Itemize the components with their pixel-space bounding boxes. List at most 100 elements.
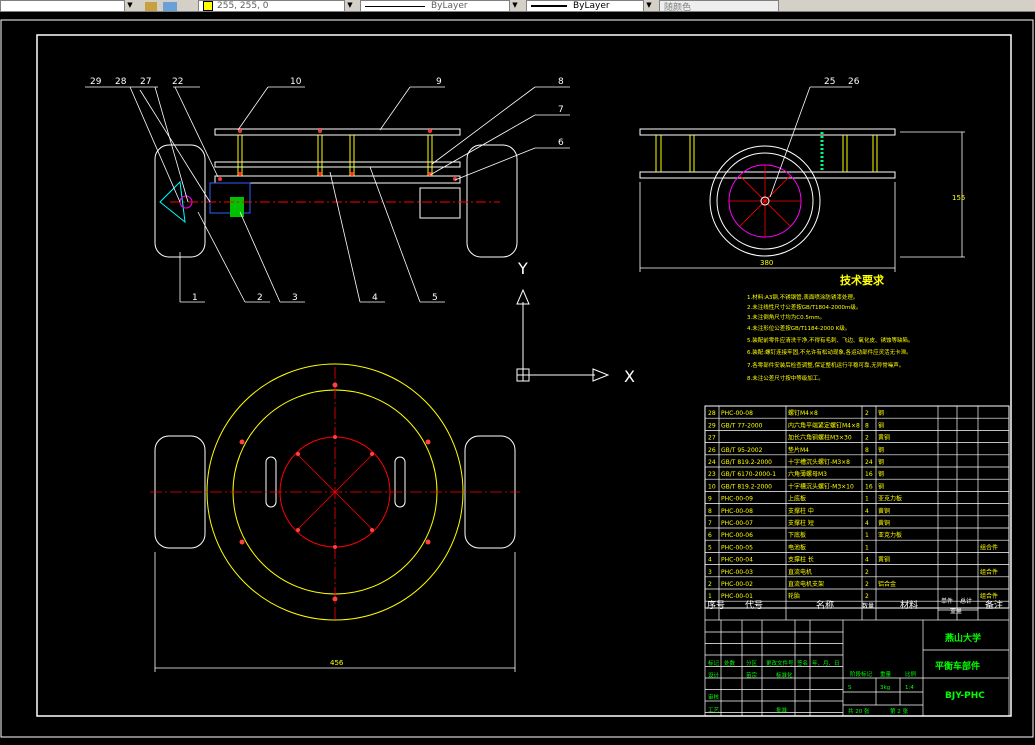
balloon-4: 4 <box>372 293 378 303</box>
bom-cell-qty: 1 <box>865 532 869 539</box>
bom-header: 序号 代号 名称 数量 材料 单件 总计 重量 备注 <box>707 597 1003 615</box>
balloon-7: 7 <box>558 105 564 115</box>
lineweight-combo-arrow[interactable]: ▼ <box>643 0 654 11</box>
balloon-26: 26 <box>848 77 860 87</box>
tech-line: 2.未注线性尺寸公差按GB/T1804-2000m级。 <box>747 303 861 311</box>
linetype-combo[interactable]: ByLayer <box>360 0 520 12</box>
bom-cell-code: GB/T 95-2002 <box>721 447 763 454</box>
property-toolbar: ▼ 255, 255, 0 ▼ ByLayer ▼ ByLayer ▼ 随颜色 <box>0 0 1035 12</box>
dim-top-width: 456 <box>330 659 344 667</box>
right-motor <box>419 187 461 219</box>
tb-sign: 签名 <box>797 659 808 667</box>
bom-cell-mat: 铝合金 <box>878 580 896 588</box>
layer-state-icon <box>145 2 177 11</box>
balloon-2: 2 <box>257 293 263 303</box>
bom-cell-mat: 钢 <box>878 458 884 466</box>
cad-drawing[interactable]: 29 28 27 22 10 9 8 7 6 1 2 3 4 5 <box>0 12 1035 741</box>
color-combo-arrow[interactable]: ▼ <box>344 0 355 11</box>
bom-header-name: 名称 <box>816 599 834 611</box>
bom-cell-mat: 亚克力板 <box>878 495 902 503</box>
bom-cell-mat: 黄铜 <box>878 519 890 527</box>
tb-date: 年、月、日 <box>812 659 840 667</box>
balloon-1: 1 <box>192 293 198 303</box>
bom-cell-code: PHC-00-06 <box>721 532 753 539</box>
axis-y-label: Y <box>517 259 528 278</box>
color-combo[interactable]: 255, 255, 0 <box>198 0 355 12</box>
bom-cell-no: 6 <box>708 532 712 539</box>
bom-cell-qty: 8 <box>865 422 869 429</box>
bom-cell-no: 9 <box>708 496 712 503</box>
bom-cell-name: 电池板 <box>788 543 806 551</box>
bom-cell-code: PHC-00-03 <box>721 569 753 576</box>
bom-cell-mat: 黄铜 <box>878 507 890 515</box>
bom-cell-no: 2 <box>708 581 712 588</box>
linetype-combo-arrow[interactable]: ▼ <box>509 0 520 11</box>
layer-icons[interactable] <box>143 0 187 12</box>
dim-side-height: 155 <box>952 194 965 202</box>
bom-cell-name: 支撑柱 短 <box>788 519 814 527</box>
tb-designer-name: 苗宗 <box>746 671 758 679</box>
right-dims <box>639 86 965 272</box>
bom-cell-qty: 2 <box>865 435 869 442</box>
slot-right <box>394 456 406 508</box>
layer-combo-arrow[interactable]: ▼ <box>124 0 135 11</box>
bom-cell-no: 5 <box>708 544 712 551</box>
bom-cell-mat: 钢 <box>878 446 884 454</box>
left-hub <box>159 180 186 224</box>
balloon-6: 6 <box>558 138 564 148</box>
layer-combo[interactable] <box>0 0 134 12</box>
bom-cell-no: 8 <box>708 508 712 515</box>
tb-weight: 重量 <box>880 670 892 678</box>
tb-scale-val: 1:4 <box>905 685 914 691</box>
lineweight-combo[interactable]: ByLayer <box>526 0 654 12</box>
bom-cell-qty: 8 <box>865 447 869 454</box>
linetype-value: ByLayer <box>431 1 468 11</box>
bom-cell-qty: 2 <box>865 581 869 588</box>
color-swatch <box>203 1 213 11</box>
bom-header-note: 备注 <box>985 599 1003 611</box>
top-plate <box>214 128 461 136</box>
bom-header-no: 序号 <box>707 599 725 611</box>
tech-line: 8.未注公差尺寸按中等级加工。 <box>747 374 824 382</box>
tech-line: 1.材料:A3钢,不锈钢管,表面喷涂防锈漆处理。 <box>747 293 858 301</box>
tb-std: 标准化 <box>776 671 793 679</box>
bom-cell-qty: 24 <box>865 459 873 466</box>
bom-cell-code: PHC-00-07 <box>721 520 753 527</box>
bom-cell-name: 上底板 <box>788 495 806 503</box>
tb-scale: 比例 <box>905 670 917 678</box>
tech-line: 6.装配:螺钉连接牢固,不允许有松动现象,各运动部件应灵活无卡滞。 <box>747 348 912 356</box>
bom-cell-code: PHC-00-05 <box>721 544 753 551</box>
top-view <box>150 363 520 672</box>
bom-cell-name: 轮胎 <box>788 592 800 600</box>
balloon-27: 27 <box>140 77 151 87</box>
balloon-3: 3 <box>292 293 298 303</box>
bom-cell-qty: 4 <box>865 557 869 564</box>
color-value: 255, 255, 0 <box>217 1 269 11</box>
side-balloons: 29 28 27 22 10 9 8 7 6 1 2 3 4 5 <box>90 77 564 303</box>
tech-line: 4.未注形位公差按GB/T1184-2000 K级。 <box>747 324 850 332</box>
bom-cell-name: 六角薄螺母M3 <box>788 470 827 478</box>
bom-cell-no: 7 <box>708 520 712 527</box>
bom-cell-qty: 2 <box>865 410 869 417</box>
right-side-view <box>639 128 896 257</box>
axis-x-label: X <box>624 367 635 386</box>
bom-cell-mat: 钢 <box>878 482 884 490</box>
tb-mark: 标记 <box>708 659 720 667</box>
bom-cell-name: 直流电机支架 <box>788 580 824 588</box>
tb-weight-val: 3kg <box>880 685 890 691</box>
tb-sheet: 第 2 张 <box>890 707 908 715</box>
bom-cell-name: 内六角平端紧定螺钉M4×8 <box>788 421 860 429</box>
tech-notes: 1.材料:A3钢,不锈钢管,表面喷涂防锈漆处理。 2.未注线性尺寸公差按GB/T… <box>747 293 914 382</box>
slot-left <box>265 456 277 508</box>
bom-cell-no: 1 <box>708 593 712 600</box>
plotstyle-combo[interactable]: 随颜色 <box>659 0 779 12</box>
lineweight-sample <box>531 5 567 7</box>
middle-plate <box>214 161 461 168</box>
bom-cell-mat: 钢 <box>878 421 884 429</box>
bom-cell-qty: 1 <box>865 544 869 551</box>
bom-cell-name: 十字槽沉头螺钉-M3×10 <box>788 482 854 490</box>
drawing-area[interactable]: 29 28 27 22 10 9 8 7 6 1 2 3 4 5 <box>0 12 1035 741</box>
bom-cell-note: 组合件 <box>980 568 998 576</box>
balloon-8: 8 <box>558 77 564 87</box>
bom-cell-name: 螺钉M4×8 <box>788 409 818 417</box>
